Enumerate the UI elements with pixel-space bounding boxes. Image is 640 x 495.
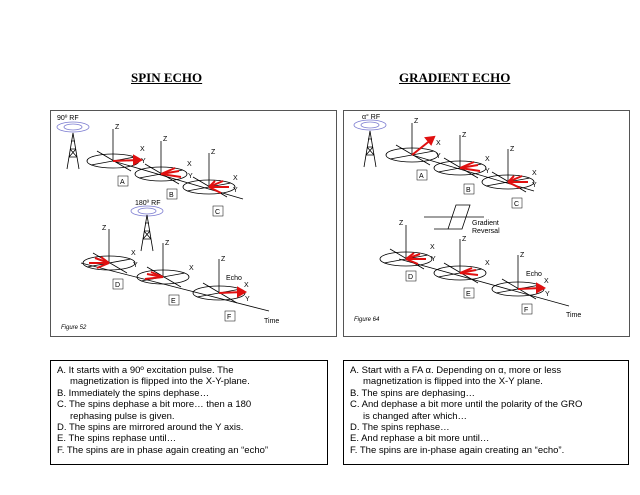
svg-text:Z: Z [462,132,467,139]
description-line: is changed after which… [363,410,468,422]
svg-text:X: X [233,175,238,182]
svg-text:X: X [140,146,145,153]
rf1-label: 90º RF [57,115,79,122]
svg-text:Z: Z [414,118,419,125]
rf2-label: 180º RF [135,200,161,207]
svg-text:X: X [430,244,435,251]
svg-text:Y: Y [188,173,193,180]
svg-text:Z: Z [221,256,226,263]
svg-text:D: D [408,274,413,281]
wheel-d [379,225,433,270]
svg-text:F: F [524,307,528,314]
svg-text:X: X [485,156,490,163]
gradient-echo-description: A. Start with a FA α. Depending on α, mo… [343,360,629,465]
svg-text:Y: Y [532,182,537,189]
spin-echo-diagram: 90º RF 180º RF Z X Y Z X Y Z X Y Z X Y Z… [56,115,279,331]
wheel-c [481,149,535,193]
svg-text:A: A [120,179,125,186]
svg-text:X: X [189,265,194,272]
svg-text:Z: Z [520,252,525,259]
svg-text:Z: Z [510,146,515,153]
svg-text:Y: Y [245,296,250,303]
description-line: F. The spins are in phase again creating… [57,444,269,456]
wheel-d [82,229,136,274]
gradient-reversal-label: Gradient [472,220,499,227]
svg-text:Z: Z [165,240,170,247]
time-label: Time [264,318,279,325]
description-line: E. The spins rephase until… [57,433,177,445]
description-line: rephasing pulse is given. [70,410,175,422]
svg-text:X: X [131,250,136,257]
svg-text:Reversal: Reversal [472,228,500,235]
description-line: C. The spins dephase a bit more… then a … [57,399,252,411]
wheel-a [86,129,140,172]
svg-text:E: E [171,298,176,305]
svg-text:Z: Z [163,136,168,143]
description-line: D. The spins are mirrored around the Y a… [57,422,244,434]
svg-text:Y: Y [436,153,441,160]
svg-text:Z: Z [462,236,467,243]
figure-caption: Figure 52 [61,325,87,331]
svg-text:Z: Z [102,225,107,232]
echo-label: Echo [526,271,542,278]
spin-echo-description: A. It starts with a 90º excitation pulse… [50,360,328,465]
svg-text:Z: Z [211,149,216,156]
gradient-echo-heading: GRADIENT ECHO [399,70,511,85]
description-line: D. The spins rephase… [350,422,450,434]
svg-text:X: X [532,170,537,177]
spin-echo-heading: SPIN ECHO [131,70,203,85]
description-line: A. It starts with a 90º excitation pulse… [57,365,234,376]
rf1-label: α° RF [362,113,380,121]
svg-text:B: B [169,192,174,199]
svg-text:Z: Z [399,220,404,227]
time-label: Time [566,312,581,319]
svg-text:Y: Y [545,291,550,298]
svg-text:E: E [466,291,471,298]
echo-label: Echo [226,275,242,282]
figure-caption: Figure 64 [354,317,380,323]
stage-labels: A B C D E F [405,169,533,315]
description-line: B. Immediately the spins dephase… [57,387,210,399]
svg-text:F: F [227,314,231,321]
description-line: magnetization is flipped into the X-Y pl… [363,376,543,388]
svg-text:Z: Z [115,124,120,131]
gradient-echo-diagram: α° RF Gradient Reversal Z X Y Z X Y Z X … [353,113,581,323]
svg-text:Y: Y [133,262,138,269]
description-line: E. And rephase a bit more until… [350,433,490,445]
wheel-e [136,243,190,288]
stage-labels: A B C D E F [112,175,236,322]
svg-text:X: X [436,140,441,147]
wheel-e [433,239,487,284]
svg-text:C: C [514,201,519,208]
svg-text:X: X [485,260,490,267]
gradient-echo-figure: α° RF Gradient Reversal Z X Y Z X Y Z X … [343,110,630,337]
svg-text:C: C [215,209,220,216]
svg-text:X: X [544,278,549,285]
description-line: C. And dephase a bit more until the pola… [350,399,583,411]
svg-text:X: X [244,282,249,289]
svg-text:D: D [115,282,120,289]
svg-text:Y: Y [233,187,238,194]
svg-text:Y: Y [431,256,436,263]
svg-text:A: A [419,173,424,180]
description-line: magnetization is flipped into the X-Y-pl… [70,376,250,388]
spin-echo-figure: 90º RF 180º RF Z X Y Z X Y Z X Y Z X Y Z… [50,110,337,337]
description-line: F. The spins are in-phase again creating… [350,444,565,456]
svg-text:Y: Y [141,158,146,165]
description-line: B. The spins are dephasing… [350,387,475,399]
svg-text:X: X [187,161,192,168]
description-line: A. Start with a FA α. Depending on α, mo… [350,365,562,376]
svg-text:B: B [466,187,471,194]
svg-text:Y: Y [485,168,490,175]
